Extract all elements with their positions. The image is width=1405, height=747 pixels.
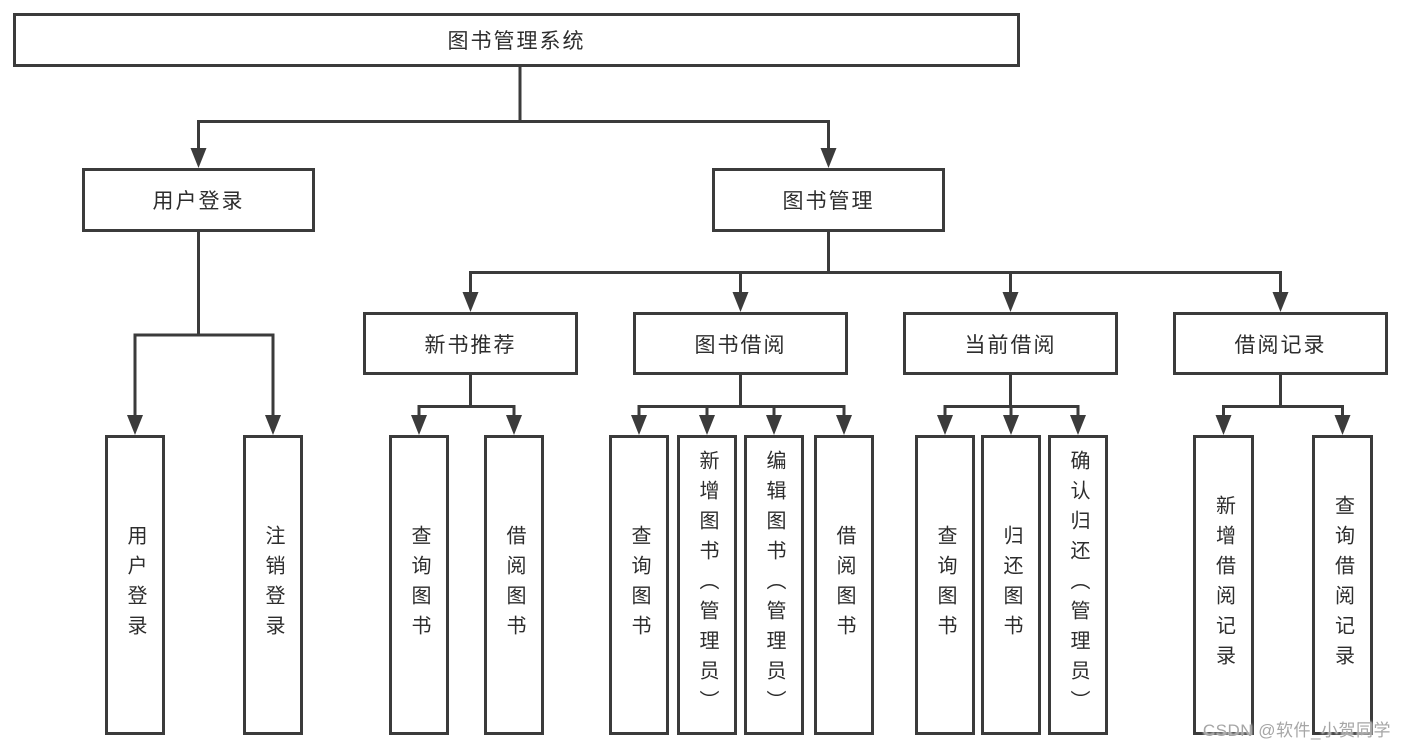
leaf-records-add-record-label: 新增借阅记录 [1212,495,1235,675]
leaf-recommend-query-books-label: 查询图书 [408,525,430,645]
node-current-borrow-label: 当前借阅 [964,333,1057,357]
leaf-current-return-books: 归还图书 [981,435,1041,735]
connector-borrow-children [631,375,852,435]
leaf-borrow-query-books-label: 查询图书 [628,525,650,645]
leaf-recommend-query-books: 查询图书 [389,435,449,735]
leaf-user-login: 用户登录 [105,435,165,735]
node-book-borrow: 图书借阅 [633,312,848,375]
leaf-borrow-borrow-books: 借阅图书 [814,435,874,735]
leaf-borrow-edit-books-admin: 编辑图书（管理员） [744,435,804,735]
leaf-user-login-label: 用户登录 [124,525,146,645]
leaf-current-query-books-label: 查询图书 [934,525,956,645]
leaf-borrow-query-books: 查询图书 [609,435,669,735]
leaf-records-query-record-label: 查询借阅记录 [1331,495,1354,675]
leaf-records-query-record: 查询借阅记录 [1312,435,1373,735]
leaf-logout-login: 注销登录 [243,435,303,735]
connector-current-children [937,375,1086,435]
node-user-login-label: 用户登录 [152,190,245,213]
leaf-current-confirm-return-admin-label: 确认归还（管理员） [1067,450,1089,720]
connector-book-management-children [462,232,1289,312]
connector-recommend-children [411,375,522,435]
leaf-borrow-edit-books-admin-label: 编辑图书（管理员） [763,450,785,720]
leaf-logout-login-label: 注销登录 [262,525,284,645]
leaf-borrow-add-books-admin: 新增图书（管理员） [677,435,737,735]
connector-root-to-level2 [190,67,837,168]
leaf-current-return-books-label: 归还图书 [1000,525,1022,645]
leaf-borrow-borrow-books-label: 借阅图书 [833,525,855,645]
node-borrow-records-label: 借阅记录 [1234,333,1327,357]
node-user-login: 用户登录 [82,168,315,232]
connector-user-login-children [127,232,281,435]
node-book-management-label: 图书管理 [782,190,875,213]
leaf-current-query-books: 查询图书 [915,435,975,735]
node-new-book-recommend: 新书推荐 [363,312,578,375]
leaf-current-confirm-return-admin: 确认归还（管理员） [1048,435,1108,735]
node-book-management: 图书管理 [712,168,945,232]
csdn-watermark: CSDN @软件_小贺同学 [1202,721,1391,740]
leaf-borrow-add-books-admin-label: 新增图书（管理员） [696,450,718,720]
leaf-records-add-record: 新增借阅记录 [1193,435,1254,735]
node-borrow-records: 借阅记录 [1173,312,1388,375]
node-root-label: 图书管理系统 [447,30,586,53]
node-new-book-recommend-label: 新书推荐 [424,333,517,357]
leaf-recommend-borrow-books-label: 借阅图书 [503,525,525,645]
connector-records-children [1215,375,1351,435]
node-root-system: 图书管理系统 [13,13,1020,67]
node-book-borrow-label: 图书借阅 [694,333,787,357]
leaf-recommend-borrow-books: 借阅图书 [484,435,544,735]
node-current-borrow: 当前借阅 [903,312,1118,375]
